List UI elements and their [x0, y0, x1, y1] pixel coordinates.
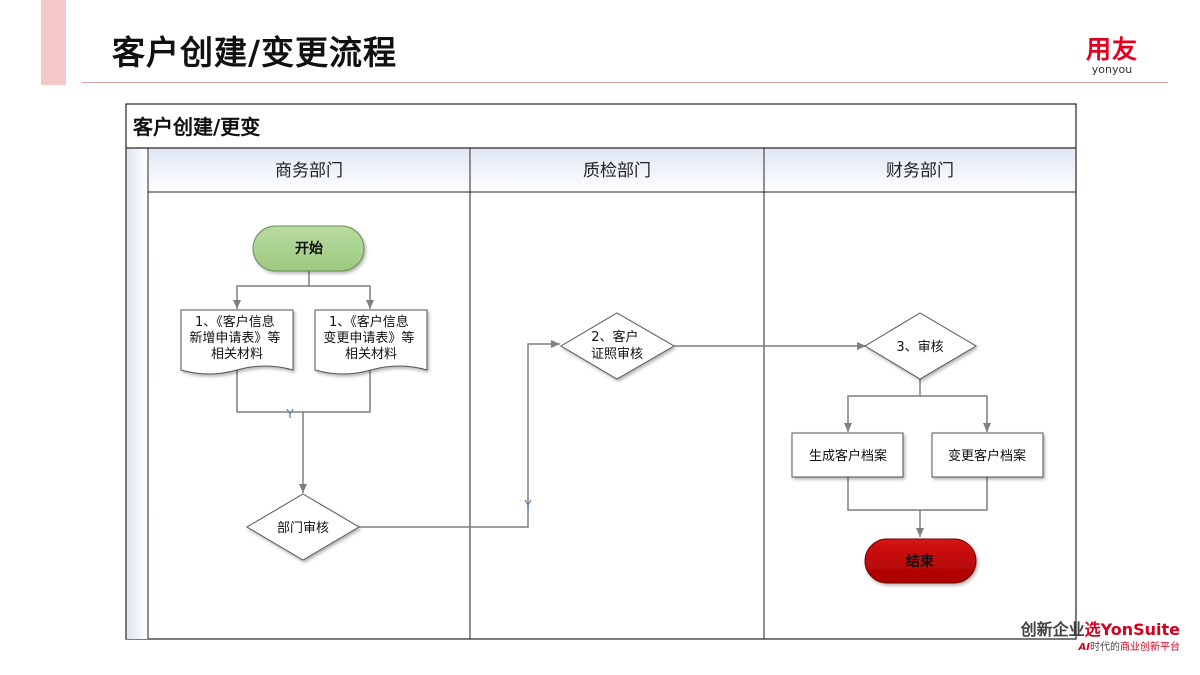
edge-label-y: Y — [523, 498, 532, 512]
lane-header-bg — [471, 149, 764, 192]
end-label: 结束 — [906, 553, 935, 570]
edge-start-to-change — [309, 285, 374, 309]
change-profile-label: 变更客户档案 — [948, 448, 1026, 464]
doc-change-line: 1、《客户信息 — [329, 314, 409, 330]
doc-new-line: 相关材料 — [211, 347, 263, 362]
footer-ai-mark: AI — [1078, 642, 1090, 653]
footer-line1: 创新企业选YonSuite — [1021, 620, 1180, 640]
edge-audit-to-create — [844, 378, 921, 432]
license-review-label: 2、客户 证照审核 — [591, 329, 643, 362]
create-profile-box — [791, 432, 904, 478]
create-profile-label: 生成客户档案 — [809, 448, 887, 464]
lane-label-qc: 质检部门 — [583, 161, 651, 181]
footer-slogan: 创新企业选YonSuite AI时代的商业创新平台 — [1021, 620, 1180, 655]
start-node — [252, 225, 365, 272]
logo-mark: 用友 — [1085, 35, 1138, 64]
change-profile-box — [931, 432, 1044, 478]
title-accent-bar — [41, 0, 66, 85]
doc-new-label: 1、《客户信息 新增申请表》等 相关材料 — [189, 314, 284, 362]
doc-new-request — [180, 309, 294, 375]
edge-profiles-merge — [847, 477, 988, 511]
dept-review-diamond — [246, 493, 360, 561]
lane-header-bg — [149, 149, 470, 192]
audit-label: 3、审核 — [896, 340, 943, 355]
end-node — [864, 538, 977, 584]
logo-subtext: yonyou — [1091, 63, 1133, 76]
doc-new-line: 1、《客户信息 — [195, 314, 275, 330]
dept-review-label: 部门审核 — [277, 521, 329, 536]
doc-change-line: 变更申请表》等 — [323, 330, 414, 346]
edge-start-to-new — [233, 271, 310, 309]
edge-review-to-license — [359, 340, 560, 528]
edge-label-y: Y — [285, 407, 294, 421]
connectors — [233, 271, 991, 537]
yonyou-logo: 用友 yonyou — [1077, 36, 1147, 76]
footer-line2: AI时代的商业创新平台 — [1021, 641, 1180, 655]
start-label: 开始 — [295, 240, 323, 257]
doc-change-line: 相关材料 — [345, 347, 397, 362]
doc-new-line: 新增申请表》等 — [189, 330, 280, 346]
lane-header-bg — [765, 149, 1075, 192]
footer-tagline-highlight: 商业创新平台 — [1120, 642, 1180, 653]
license-review-line: 2、客户 — [591, 329, 638, 345]
footer-slogan-highlight: 选YonSuite — [1084, 620, 1180, 639]
footer-tagline-mid: 时代的 — [1090, 642, 1120, 653]
header-divider — [82, 82, 1168, 83]
lane-label-finance: 财务部门 — [886, 161, 954, 181]
diagram-heading: 客户创建/更变 — [132, 115, 260, 139]
doc-change-request — [314, 309, 428, 375]
doc-change-label: 1、《客户信息 变更申请表》等 相关材料 — [323, 314, 418, 362]
page-title: 客户创建/变更流程 — [112, 33, 398, 72]
edge-audit-to-change — [920, 395, 991, 432]
audit-diamond — [864, 312, 977, 380]
footer-slogan-prefix: 创新企业 — [1020, 620, 1085, 639]
license-review-line: 证照审核 — [591, 347, 643, 362]
side-strip — [127, 149, 148, 639]
lane-label-business: 商务部门 — [275, 161, 343, 181]
license-review-diamond — [560, 312, 675, 380]
